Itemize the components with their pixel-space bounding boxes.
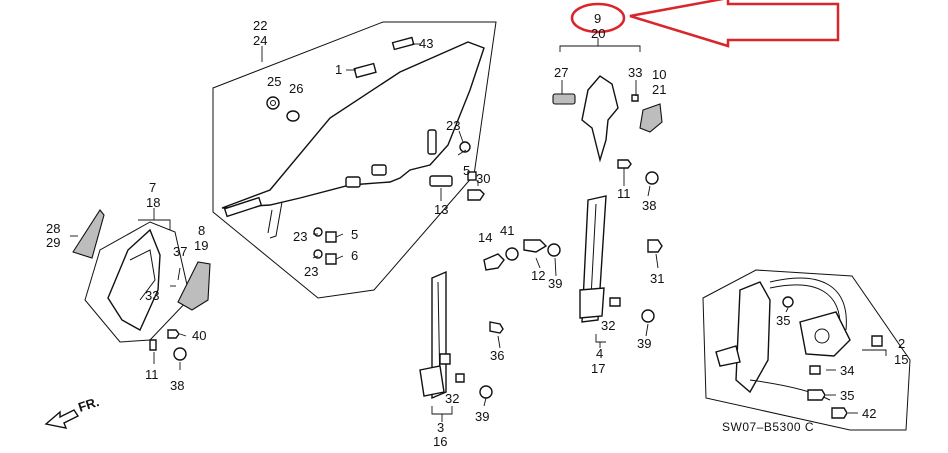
callout-27: 27 — [554, 65, 568, 80]
highlight-arrow — [629, 0, 840, 48]
drawing-code: SW07–B5300 C — [722, 420, 814, 434]
rear-guide-bracket — [552, 38, 663, 197]
callout-16: 16 — [433, 434, 447, 449]
bolt-36 — [489, 321, 504, 334]
bolt-42 — [831, 407, 848, 419]
clip-14-41 — [483, 253, 505, 271]
callout-5b: 5 — [351, 227, 358, 242]
callout-35b: 35 — [840, 388, 854, 403]
bolt-25 — [266, 96, 280, 110]
callout-23c: 23 — [304, 264, 318, 279]
callout-28: 28 — [46, 221, 60, 236]
callout-29: 29 — [46, 235, 60, 250]
glass-seal-strip — [223, 196, 263, 218]
corner-cover-8 — [177, 261, 211, 311]
callout-7: 7 — [149, 180, 156, 195]
corner-trim-28 — [72, 209, 105, 259]
front-glass-run-channel — [419, 270, 504, 422]
bolt-31 — [647, 239, 663, 253]
callout-31: 31 — [650, 271, 664, 286]
clip-43 — [391, 36, 415, 51]
clip-1 — [353, 62, 377, 79]
callout-33b: 33 — [145, 288, 159, 303]
callout-36: 36 — [490, 348, 504, 363]
callout-34: 34 — [840, 363, 854, 378]
door-glass — [221, 41, 485, 209]
window-regulator-assembly — [702, 269, 911, 431]
callout-43: 43 — [419, 36, 433, 51]
nut-39c — [479, 385, 493, 399]
callout-15: 15 — [894, 352, 908, 367]
bolt-35a — [782, 296, 794, 308]
callout-labels: 22 24 43 1 25 26 23 5 30 13 23 5 23 6 9 … — [46, 11, 908, 449]
callout-6: 6 — [351, 248, 358, 263]
callout-42: 42 — [862, 406, 876, 421]
callout-32b: 32 — [445, 391, 459, 406]
callout-14: 14 — [478, 230, 492, 245]
callout-33a: 33 — [628, 65, 642, 80]
bolt-30 — [467, 189, 485, 201]
callout-38b: 38 — [170, 378, 184, 393]
callout-32a: 32 — [601, 318, 615, 333]
callout-39b: 39 — [637, 336, 651, 351]
bolt-40 — [167, 329, 180, 339]
callout-4: 4 — [596, 346, 603, 361]
callout-22: 22 — [253, 18, 267, 33]
mirror-corner-assembly — [70, 208, 211, 370]
rear-glass-run-channel — [483, 195, 663, 348]
callout-2: 2 — [898, 336, 905, 351]
callout-23b: 23 — [293, 229, 307, 244]
callout-9: 9 — [594, 11, 601, 26]
callout-24: 24 — [253, 33, 267, 48]
callout-5a: 5 — [463, 163, 470, 178]
door-glass-assembly — [212, 21, 497, 299]
callout-25: 25 — [267, 74, 281, 89]
bracket-13 — [429, 175, 453, 187]
callout-40: 40 — [192, 328, 206, 343]
nut-38b — [173, 347, 187, 361]
highlight-marker — [570, 0, 840, 48]
callout-21: 21 — [652, 82, 666, 97]
callout-38a: 38 — [642, 198, 656, 213]
callout-13: 13 — [434, 202, 448, 217]
callout-39c: 39 — [475, 409, 489, 424]
callout-10: 10 — [652, 67, 666, 82]
leader-lines-glass — [261, 43, 479, 260]
callout-17: 17 — [591, 361, 605, 376]
mirror-base-7 — [107, 228, 161, 331]
callout-11b: 11 — [145, 367, 159, 382]
callout-8: 8 — [198, 223, 205, 238]
front-marker-label: FR. — [76, 394, 101, 415]
nut-26 — [286, 110, 300, 122]
front-direction-arrow — [44, 409, 80, 429]
nut-39b — [641, 309, 655, 323]
callout-37: 37 — [173, 244, 187, 259]
callout-1: 1 — [335, 62, 342, 77]
callout-3: 3 — [437, 420, 444, 435]
callout-39a: 39 — [548, 276, 562, 291]
cover-21 — [639, 103, 663, 133]
highlight-circle — [570, 2, 626, 34]
callout-23a: 23 — [446, 118, 460, 133]
callout-30: 30 — [476, 171, 490, 186]
callout-35a: 35 — [776, 313, 790, 328]
callout-20: 20 — [591, 26, 605, 41]
callout-18: 18 — [146, 195, 160, 210]
nut-38a — [645, 171, 659, 185]
callout-41: 41 — [500, 223, 514, 238]
callout-19: 19 — [194, 238, 208, 253]
badge-27 — [552, 93, 576, 105]
regulator-motor — [799, 311, 851, 357]
callout-11a: 11 — [617, 186, 631, 201]
callout-26: 26 — [289, 81, 303, 96]
callout-12: 12 — [531, 268, 545, 283]
bracket-12 — [523, 239, 548, 253]
bolt-35b — [807, 389, 826, 401]
